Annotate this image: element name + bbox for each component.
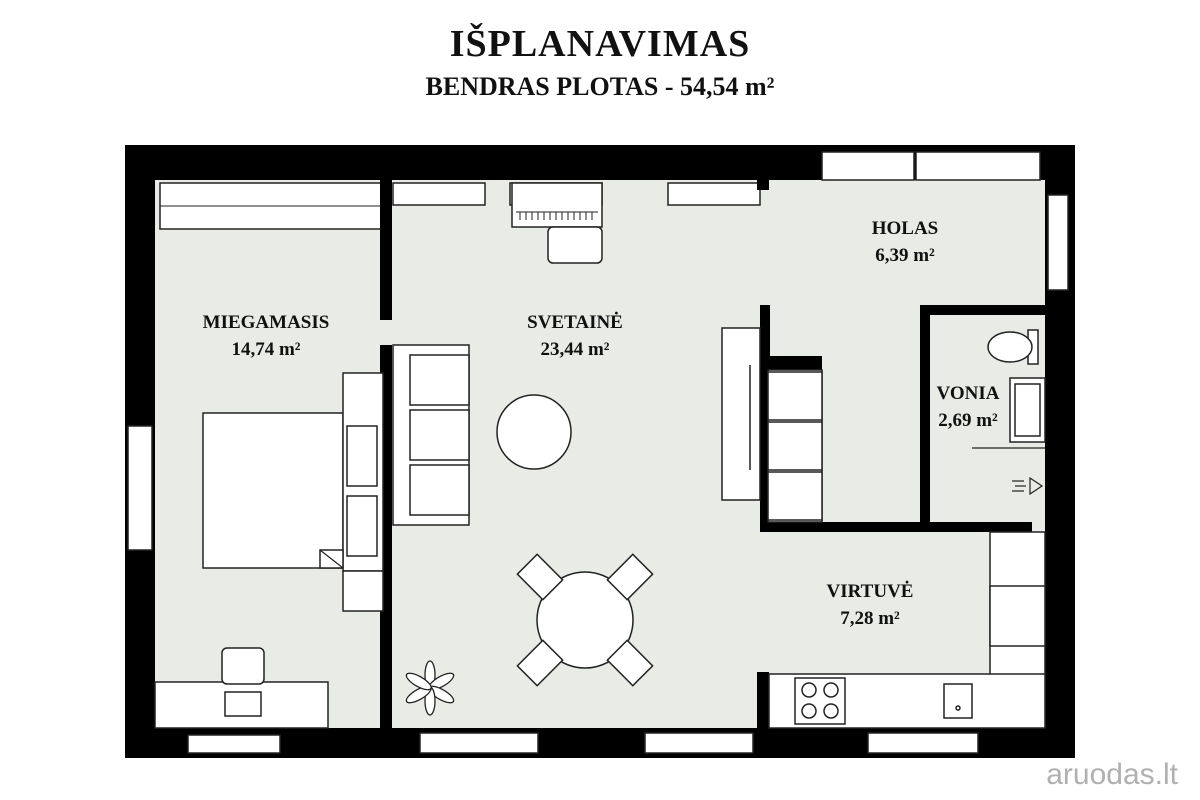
plant-icon <box>405 660 455 716</box>
stove-icon <box>794 677 846 725</box>
room-area-hall: 6,39 m² <box>875 245 935 266</box>
coffee-table <box>496 394 572 470</box>
dining-table <box>536 571 634 669</box>
piano <box>511 182 603 228</box>
desk-chair <box>221 647 265 685</box>
room-area-bedroom: 14,74 m² <box>231 339 300 360</box>
room-name-bedroom: MIEGAMASIS <box>203 312 330 333</box>
bedroom-furniture <box>154 372 384 729</box>
room-area-living: 23,44 m² <box>540 339 609 360</box>
bed <box>202 412 344 569</box>
shower-icon <box>1012 476 1044 496</box>
room-area-kitchen: 7,28 m² <box>840 608 900 629</box>
room-name-hall: HOLAS <box>872 218 939 239</box>
watermark: aruodas.lt <box>1046 758 1178 791</box>
room-name-bathroom: VONIA <box>937 383 1000 404</box>
kitchen-sink <box>943 683 973 719</box>
room-area-bathroom: 2,69 m² <box>938 410 998 431</box>
plan-title: IŠPLANAVIMAS <box>449 23 751 65</box>
plan-subtitle: BENDRAS PLOTAS - 54,54 m² <box>425 72 775 101</box>
piano-keys <box>516 211 598 220</box>
bathroom-fixtures <box>987 329 1046 443</box>
room-name-living: SVETAINĖ <box>527 312 623 333</box>
toilet <box>987 331 1033 363</box>
living-room-furniture <box>392 182 823 669</box>
piano-stool <box>547 226 603 264</box>
nightstand <box>342 570 384 612</box>
room-name-kitchen: VIRTUVĖ <box>827 581 914 602</box>
dining-chairs <box>516 553 654 687</box>
tv-stand <box>721 327 761 501</box>
